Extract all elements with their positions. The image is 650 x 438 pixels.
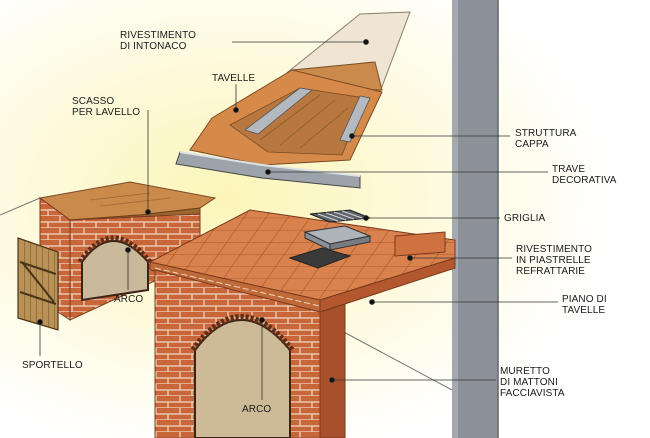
leader-lines xyxy=(37,39,558,400)
main-counter-top xyxy=(148,209,456,313)
label-tavelle: TAVELLE xyxy=(212,73,256,84)
main-arch xyxy=(194,319,291,438)
label-sportello: SPORTELLO xyxy=(22,360,83,371)
door xyxy=(17,237,59,331)
hood-structure xyxy=(244,87,371,143)
main-brick-base xyxy=(154,269,346,438)
label-griglia: GRIGLIA xyxy=(504,213,546,224)
label-arco-left: ARCO xyxy=(114,294,144,305)
wall xyxy=(452,0,499,438)
label-arco-bottom: ARCO xyxy=(242,404,272,415)
grill-tray xyxy=(303,225,372,251)
